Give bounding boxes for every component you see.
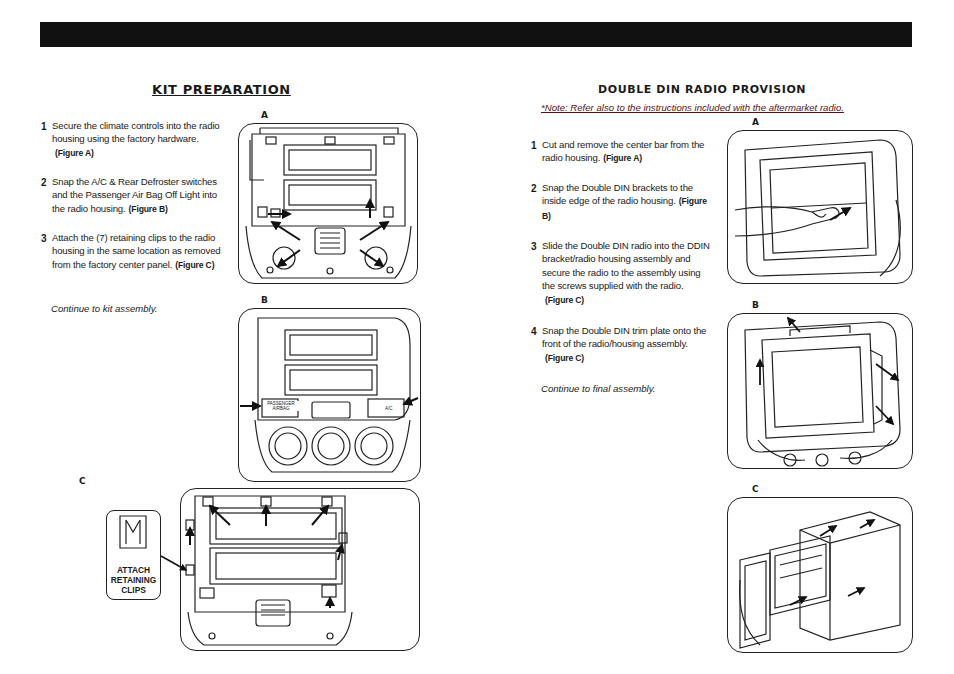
step-number: 3 — [41, 233, 47, 244]
direction-arrow — [268, 200, 388, 266]
step-text: Secure the climate controls into the rad… — [52, 119, 224, 160]
figure-letter: C — [79, 476, 86, 486]
direction-arrow — [790, 520, 874, 605]
figure-ref: (Figure C) — [545, 295, 584, 305]
section-heading: KIT PREPARATION — [152, 82, 291, 97]
housing-drawing — [246, 128, 411, 278]
step-text: Attach the (7) retaining clips to the ra… — [52, 231, 224, 272]
figure-ref: (Figure C) — [175, 260, 214, 270]
figure-panel: B — [238, 308, 421, 482]
figure-letter: C — [752, 484, 759, 494]
step-number: 2 — [41, 177, 47, 188]
continue-note: Continue to kit assembly. — [51, 303, 157, 314]
housing-drawing — [255, 318, 410, 472]
figure-ref: (Figure C) — [545, 353, 584, 363]
figure-ref: (Figure B) — [129, 204, 168, 214]
step-number: 2 — [531, 183, 537, 194]
step-text: Snap the Double DIN brackets to the insi… — [542, 181, 710, 223]
figure-letter: B — [261, 295, 268, 305]
figure-panel: C — [727, 497, 913, 653]
figure-panel: B — [727, 313, 913, 469]
callout-text: ATTACH RETAINING CLIPS — [109, 565, 158, 595]
direction-arrow — [190, 506, 342, 608]
housing-drawing — [745, 322, 900, 466]
step-number: 3 — [531, 241, 537, 252]
step-number: 4 — [531, 326, 537, 337]
figure-letter: A — [752, 117, 759, 127]
clip-icon — [120, 516, 146, 548]
direction-arrow — [760, 318, 898, 424]
step-number: 1 — [531, 140, 537, 151]
step-text: Snap the A/C & Rear Defroster switches a… — [52, 175, 224, 216]
figure-ref: (Figure A) — [55, 148, 94, 158]
figure-ref: (Figure B) — [542, 196, 707, 220]
figure-ref: (Figure A) — [603, 153, 642, 163]
figure-letter: B — [752, 300, 759, 310]
housing-drawing — [740, 512, 900, 648]
housing-drawing — [186, 496, 352, 645]
step-text: Snap the Double DIN trim plate onto the … — [542, 324, 710, 365]
callout-box: ATTACH RETAINING CLIPS — [106, 510, 161, 600]
figure-letter: A — [261, 110, 268, 120]
step-text: Cut and remove the center bar from the r… — [542, 138, 710, 166]
figure-panel: A — [238, 123, 418, 284]
figure-panel: A — [727, 130, 913, 284]
continue-note: Continue to final assembly. — [541, 383, 655, 394]
header-bar — [40, 22, 912, 47]
figure-panel: C — [180, 488, 420, 651]
leader-line — [161, 556, 186, 570]
note-text: *Note: Refer also to the instructions in… — [541, 102, 844, 113]
housing-drawing — [735, 140, 900, 276]
switch-label: PASSENGER AIRBAG — [263, 401, 299, 411]
switch-label: A/C — [384, 406, 394, 411]
direction-arrow — [830, 208, 850, 220]
step-number: 1 — [41, 121, 47, 132]
step-text: Slide the Double DIN radio into the DDIN… — [542, 239, 710, 307]
section-heading: DOUBLE DIN RADIO PROVISION — [598, 83, 806, 96]
